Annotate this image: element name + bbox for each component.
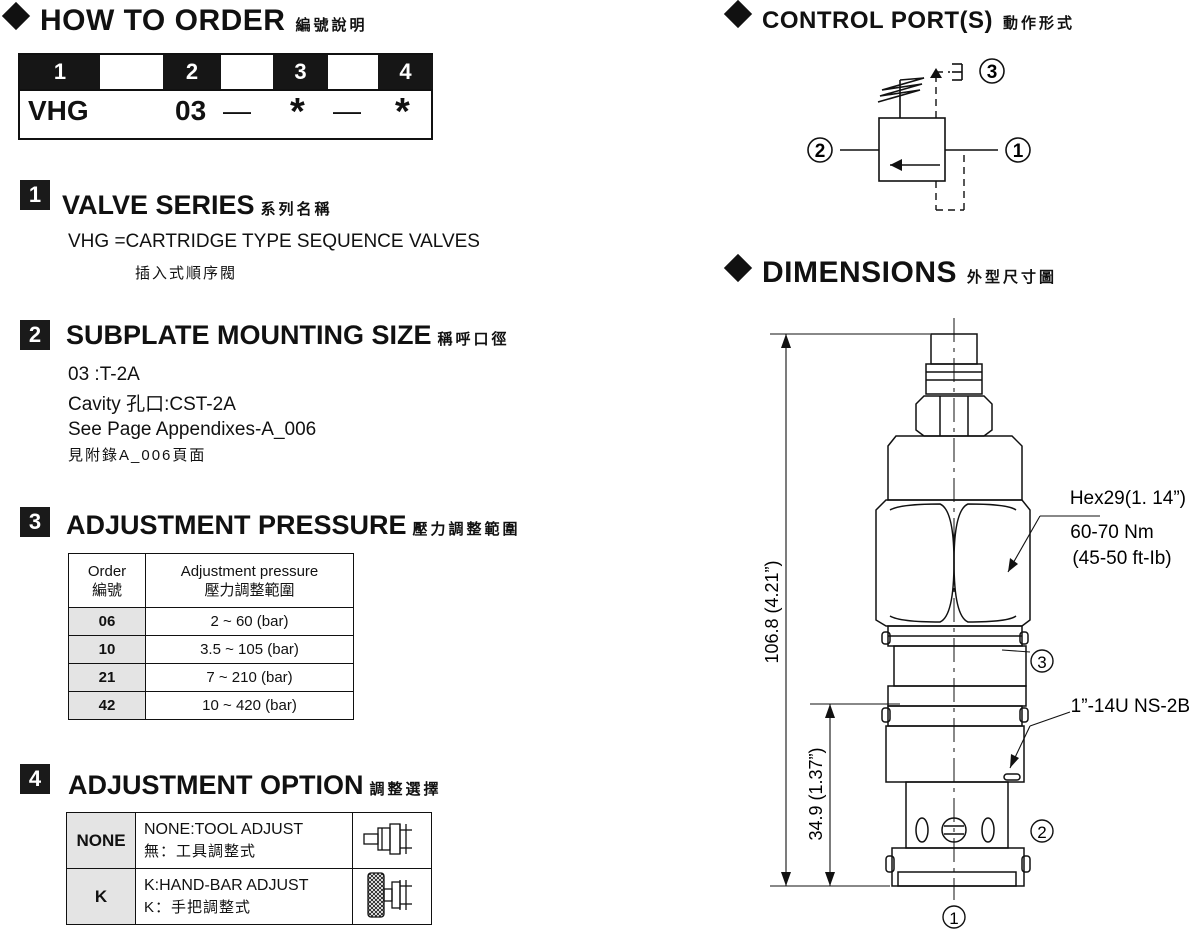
port-2-label: 2	[815, 141, 826, 162]
option-desc-zh: K：手把調整式	[144, 898, 252, 916]
lower-length-label: 34.9 (1.37”)	[806, 747, 826, 840]
port-1-label: 1	[1013, 141, 1024, 162]
section-2-title-text: SUBPLATE MOUNTING SIZE	[66, 320, 432, 350]
option-desc-text: NONE:TOOL ADJUST	[144, 820, 304, 838]
option-image-cell	[352, 868, 432, 925]
port-3-label: 3	[987, 62, 998, 83]
code-value-3: *	[290, 91, 305, 133]
hex-size-label: Hex29(1. 14”)	[1070, 488, 1186, 509]
table-row: 10 3.5 ~ 105 (bar)	[68, 635, 354, 664]
how-to-order-header: HOW TO ORDER 編號說明	[0, 1, 368, 38]
pressure-order-cell: 21	[68, 663, 146, 692]
code-value-1: VHG	[28, 95, 89, 126]
pressure-header-order-text: Order	[87, 562, 127, 580]
control-port-header: CONTROL PORT(S) 動作形式	[722, 0, 1076, 35]
pressure-header-order-zh: 編號	[91, 581, 122, 599]
option-order-cell: NONE	[66, 812, 136, 869]
overall-length-label: 106.8 (4.21”)	[762, 560, 782, 663]
section-4-title: ADJUSTMENT OPTION 調整選擇	[68, 770, 442, 801]
section-4-title-zh: 調整選擇	[369, 781, 442, 798]
order-code-strip: 1 2 3 4	[20, 55, 433, 91]
dimensions-header: DIMENSIONS 外型尺寸圖	[722, 253, 1058, 290]
code-num-3: 3	[273, 55, 328, 89]
dim-port-1-label: 1	[949, 909, 958, 928]
section-3-title-zh: 壓力調整範圍	[412, 521, 521, 538]
section-1-title-zh: 系列名稱	[260, 201, 333, 218]
option-desc-cell: NONE:TOOL ADJUST 無：工具調整式	[135, 812, 353, 869]
section-1-title-text: VALVE SERIES	[62, 190, 255, 220]
table-row: NONE NONE:TOOL ADJUST 無：工具調整式	[66, 812, 432, 869]
option-order-cell: K	[66, 868, 136, 925]
diamond-bullet-icon	[1, 1, 31, 31]
dimensions-title-zh: 外型尺寸圖	[967, 269, 1058, 286]
option-desc-zh: 無：工具調整式	[144, 842, 257, 860]
control-port-symbol: 3 2 1	[807, 58, 1031, 211]
control-port-title: CONTROL PORT(S)	[762, 7, 994, 34]
section-3-title-text: ADJUSTMENT PRESSURE	[66, 510, 407, 540]
tool-adjust-icon	[363, 822, 412, 855]
appendix-reference-zh: 見附錄A_006頁面	[68, 447, 207, 464]
dimensions-title: DIMENSIONS	[762, 256, 958, 289]
code-dash-1: —	[223, 95, 251, 126]
mounting-size-line: 03 :T-2A	[68, 364, 140, 385]
pressure-order-cell: 42	[68, 691, 146, 720]
valve-series-description: VHG =CARTRIDGE TYPE SEQUENCE VALVES	[68, 231, 480, 252]
cavity-line: Cavity 孔口:CST-2A	[68, 394, 236, 415]
port-3-circle	[979, 58, 1005, 84]
hand-bar-adjust-icon	[367, 871, 412, 918]
code-num-2: 2	[163, 55, 221, 89]
port-1-circle	[1005, 137, 1031, 163]
section-4-number: 4	[20, 764, 50, 794]
how-to-order-title: HOW TO ORDER	[40, 4, 286, 37]
dim-port-3-label: 3	[1037, 653, 1046, 672]
appendix-reference: See Page Appendixes-A_006	[68, 419, 317, 440]
valve-dimension-drawing: 106.8 (4.21”) 34.9 (1.37”) Hex29(1. 14”)…	[762, 318, 1190, 929]
dim-port-2-label: 2	[1037, 823, 1046, 842]
option-desc-text: K:HAND-BAR ADJUST	[144, 876, 309, 894]
section-3-title: ADJUSTMENT PRESSURE 壓力調整範圍	[66, 510, 521, 541]
diamond-bullet-icon	[723, 253, 753, 283]
pressure-order-cell: 06	[68, 607, 146, 636]
control-port-title-zh: 動作形式	[1003, 15, 1076, 32]
pressure-range-cell: 3.5 ~ 105 (bar)	[145, 635, 354, 664]
option-desc-cell: K:HAND-BAR ADJUST K：手把調整式	[135, 868, 353, 925]
how-to-order-title-zh: 編號說明	[295, 17, 368, 34]
code-num-1: 1	[20, 55, 100, 89]
thread-label: 1”-14U NS-2B	[1071, 696, 1190, 717]
section-2-number: 2	[20, 320, 50, 350]
section-2-title-zh: 稱呼口徑	[437, 331, 510, 348]
valve-series-description-zh: 插入式順序閥	[135, 265, 238, 282]
table-row: K K:HAND-BAR ADJUST K：手把調整式	[66, 868, 432, 925]
code-value-2: 03	[175, 95, 207, 126]
pressure-range-cell: 2 ~ 60 (bar)	[145, 607, 354, 636]
option-image-cell	[352, 812, 432, 869]
diamond-bullet-icon	[723, 0, 753, 29]
code-num-4: 4	[378, 55, 433, 89]
pressure-range-cell: 10 ~ 420 (bar)	[145, 691, 354, 720]
pressure-order-cell: 10	[68, 635, 146, 664]
pressure-header-range-zh: 壓力調整範圍	[204, 581, 295, 599]
section-2-title: SUBPLATE MOUNTING SIZE 稱呼口徑	[66, 320, 510, 351]
torque-label: 60-70 Nm	[1070, 522, 1153, 543]
section-4-title-text: ADJUSTMENT OPTION	[68, 770, 364, 800]
table-row: 42 10 ~ 420 (bar)	[68, 691, 354, 720]
code-dash-2: —	[333, 95, 361, 126]
pressure-range-cell: 7 ~ 210 (bar)	[145, 663, 354, 692]
table-row: 21 7 ~ 210 (bar)	[68, 663, 354, 692]
code-value-4: *	[395, 91, 410, 133]
section-3-number: 3	[20, 507, 50, 537]
option-table: NONE NONE:TOOL ADJUST 無：工具調整式 K K:HAND-BA…	[66, 812, 432, 925]
flow-arrow-icon	[890, 159, 902, 171]
table-row: 06 2 ~ 60 (bar)	[68, 607, 354, 636]
port-2-circle	[807, 137, 833, 163]
order-code-box: 1 2 3 4 VHG 03 — * — *	[18, 53, 433, 140]
section-1-title: VALVE SERIES 系列名稱	[62, 190, 333, 221]
section-1-number: 1	[20, 180, 50, 210]
pressure-header-range-text: Adjustment pressure	[180, 562, 319, 580]
torque-imperial-label: (45-50 ft-Ib)	[1072, 548, 1171, 569]
